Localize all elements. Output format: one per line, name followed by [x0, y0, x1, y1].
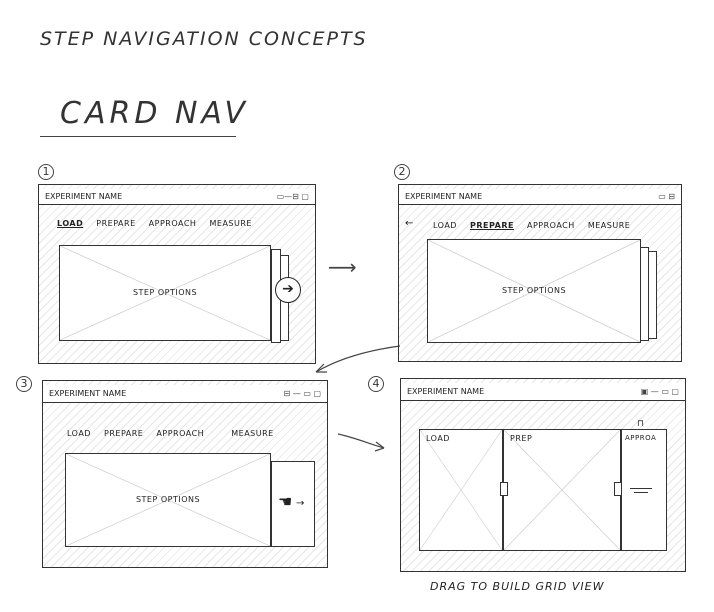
tab-approach[interactable]: APPROACH [527, 221, 575, 230]
card-label: STEP OPTIONS [501, 285, 567, 295]
grid-toggle-icon[interactable]: ⊓ [637, 419, 645, 429]
experiment-name: EXPERIMENT NAME [407, 387, 485, 396]
flow-arrow-icon [337, 433, 385, 452]
panel-3-tabs: LOAD PREPARE APPROACH MEASURE [67, 429, 284, 438]
step-card[interactable]: STEP OPTIONS [65, 453, 271, 547]
tab-measure[interactable]: MEASURE [209, 219, 252, 228]
column-label: PREP [510, 434, 533, 443]
placeholder-cross-icon [60, 246, 270, 340]
grid-column-prep[interactable]: PREP [500, 429, 622, 551]
divider [634, 492, 648, 493]
tab-load[interactable]: LOAD [433, 221, 457, 230]
panel-1-titlebar: EXPERIMENT NAME ▭—⊟ ▢ [39, 189, 315, 205]
panel-1-tabs: LOAD PREPARE APPROACH MEASURE [57, 219, 262, 228]
panel-4-number: 4 [368, 376, 384, 392]
card-label: STEP OPTIONS [132, 288, 198, 298]
step-card[interactable]: STEP OPTIONS [59, 245, 271, 341]
experiment-name: EXPERIMENT NAME [405, 192, 483, 201]
section-title: CARD NAV [60, 96, 249, 131]
drag-handle[interactable] [500, 482, 508, 496]
tab-prepare[interactable]: PREPARE [96, 219, 136, 228]
divider [40, 136, 236, 137]
grid-column-approach[interactable]: APPROA [621, 429, 667, 551]
page-title: STEP NAVIGATION CONCEPTS [40, 28, 368, 50]
panel-1-number: 1 [38, 164, 54, 180]
placeholder-cross-icon [504, 430, 620, 550]
card-label: STEP OPTIONS [135, 495, 201, 505]
arrow-right-icon[interactable]: ➔ [275, 277, 301, 303]
window-controls-icon[interactable]: ▭ ⊟ [658, 192, 675, 201]
tab-load[interactable]: LOAD [67, 429, 91, 438]
flow-arrow-icon [315, 345, 401, 373]
experiment-name: EXPERIMENT NAME [45, 192, 123, 201]
divider [630, 488, 652, 489]
next-card[interactable]: ☚ → [271, 461, 315, 547]
tab-measure[interactable]: MEASURE [231, 429, 274, 438]
tab-approach[interactable]: APPROACH [156, 429, 205, 438]
panel-4: EXPERIMENT NAME ▣ — ▭ ▢ ⊓ LOAD PREP APPR… [400, 378, 686, 572]
panel-1: EXPERIMENT NAME ▭—⊟ ▢ LOAD PREPARE APPRO… [38, 184, 316, 364]
panel-3-number: 3 [16, 376, 32, 392]
caption: DRAG TO BUILD GRID VIEW [430, 580, 605, 593]
tab-measure[interactable]: MEASURE [587, 221, 631, 230]
tab-prepare[interactable]: PREPARE [470, 221, 514, 230]
hand-pointer-icon: ☚ [278, 492, 293, 511]
window-controls-icon[interactable]: ▣ — ▭ ▢ [640, 387, 679, 396]
tab-load[interactable]: LOAD [57, 219, 84, 228]
column-label: APPROA [625, 434, 657, 442]
panel-3-titlebar: EXPERIMENT NAME ⊟ — ▭ ▢ [43, 385, 327, 403]
window-controls-icon[interactable]: ▭—⊟ ▢ [276, 192, 309, 201]
panel-2-tabs: LOAD PREPARE APPROACH MEASURE [433, 221, 640, 230]
placeholder-cross-icon [420, 430, 502, 550]
grid-column-load[interactable]: LOAD [419, 429, 503, 551]
column-label: LOAD [426, 434, 450, 443]
experiment-name: EXPERIMENT NAME [49, 389, 127, 398]
panel-3: EXPERIMENT NAME ⊟ — ▭ ▢ LOAD PREPARE APP… [42, 380, 328, 568]
placeholder-cross-icon [66, 454, 270, 546]
window-controls-icon[interactable]: ⊟ — ▭ ▢ [283, 389, 321, 398]
flow-arrow-icon: ⟶ [328, 255, 357, 279]
panel-2-titlebar: EXPERIMENT NAME ▭ ⊟ [399, 189, 681, 205]
arrow-left-icon[interactable]: ← [405, 218, 414, 229]
panel-4-titlebar: EXPERIMENT NAME ▣ — ▭ ▢ [401, 383, 685, 401]
tab-approach[interactable]: APPROACH [148, 219, 197, 228]
placeholder-cross-icon [428, 240, 640, 342]
tab-prepare[interactable]: PREPARE [104, 429, 144, 438]
arrow-right-icon: → [296, 498, 305, 509]
panel-2-number: 2 [394, 164, 410, 180]
panel-2: EXPERIMENT NAME ▭ ⊟ ← LOAD PREPARE APPRO… [398, 184, 682, 362]
step-card[interactable]: STEP OPTIONS [427, 239, 641, 343]
